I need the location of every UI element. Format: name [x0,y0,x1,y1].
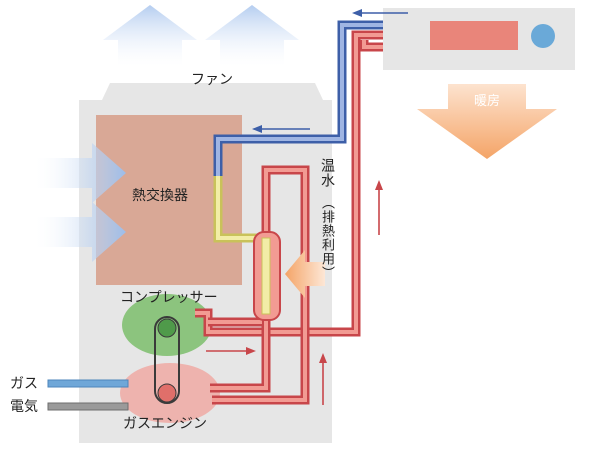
heating-arrow [417,84,557,159]
fan-label: ファン [191,72,233,88]
gas-label: ガス [10,376,38,392]
fan-air-arrow-right [205,5,299,66]
indoor-fan-icon [531,24,555,48]
heat-exchanger-label: 熱交換器 [132,188,188,204]
engine-pulley [157,383,177,403]
electric-wire [47,402,129,411]
gas-pipe [47,379,129,388]
air-inlet-arrow-top [32,143,126,203]
heating-label: 暖房 [474,94,501,109]
gas-engine-label: ガスエンジン [123,416,207,432]
hot-water-label: 温水 [319,158,335,188]
hot-water-recovery-arrow [285,250,325,298]
compressor-label: コンプレッサー [120,290,218,306]
electricity-label: 電気 [10,399,38,415]
indoor-unit-coil [430,21,518,50]
drive-belt [154,316,180,404]
hot-water-sub-label: （排熱利用） [319,196,334,280]
compressor-pulley [157,318,177,338]
air-inlet-arrow-bottom [32,202,126,262]
fan-air-arrow-left [103,5,197,66]
